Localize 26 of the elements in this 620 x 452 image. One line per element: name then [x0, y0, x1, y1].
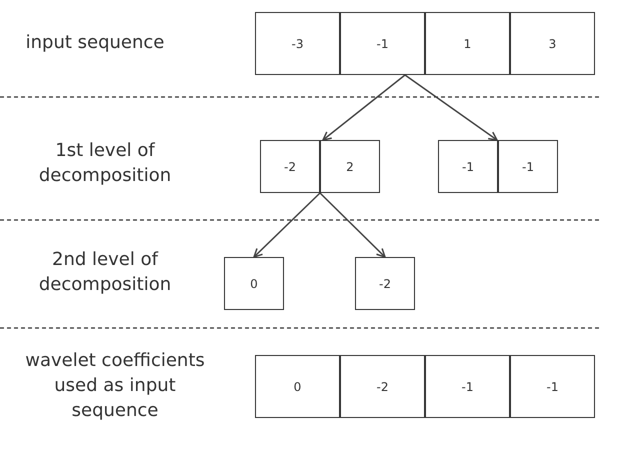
array-cell: -2 [260, 140, 320, 193]
arrow [322, 74, 406, 141]
row-label: wavelet coefficients used as input sequence [24, 349, 206, 423]
row-label: 2nd level of decomposition [38, 248, 172, 297]
array-cell: -1 [498, 140, 558, 193]
row-label: 1st level of decomposition [38, 139, 172, 188]
array-cell: 3 [510, 12, 595, 75]
array-box [255, 12, 595, 75]
array-box [255, 355, 595, 418]
array-cell: -2 [340, 355, 425, 418]
value-box: -2 [355, 257, 415, 310]
array-cell: -1 [438, 140, 498, 193]
array-cell: 0 [255, 355, 340, 418]
arrow [253, 192, 321, 258]
row-label: input sequence [24, 31, 166, 55]
array-cell: -1 [340, 12, 425, 75]
array-cell: -3 [255, 12, 340, 75]
arrow [404, 74, 498, 141]
array-cell: 2 [320, 140, 380, 193]
array-box [260, 140, 380, 193]
array-cell: 1 [425, 12, 510, 75]
array-cell: -1 [510, 355, 595, 418]
array-box [438, 140, 558, 193]
arrow [319, 192, 386, 258]
value-box: 0 [224, 257, 284, 310]
array-cell: -1 [425, 355, 510, 418]
